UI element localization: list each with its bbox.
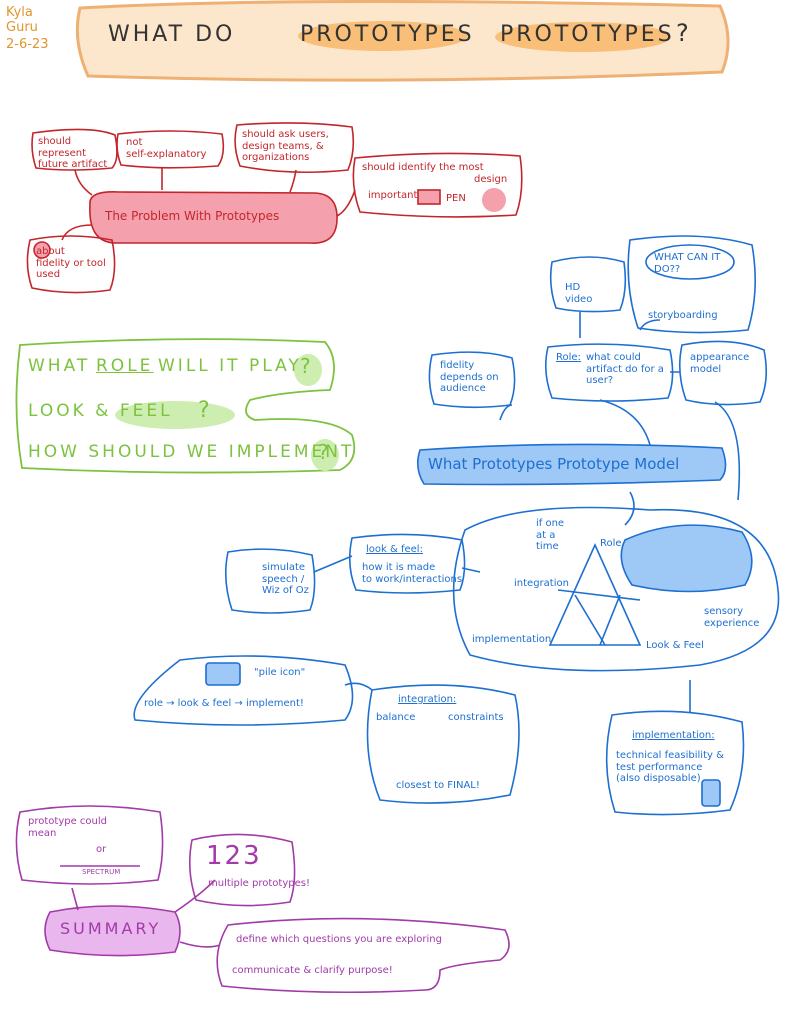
- note-identify: should identify the most: [362, 162, 484, 173]
- triangle-implementation: implementation: [472, 634, 552, 645]
- storyboard-bubble: [627, 235, 756, 334]
- pile-icon-label: "pile icon": [254, 667, 306, 678]
- title-highlight-2: [495, 22, 671, 52]
- note-pen: PEN: [446, 193, 466, 204]
- triangle-look-feel: Look & Feel: [646, 640, 704, 651]
- question-role-post: WILL IT PLAY: [158, 356, 302, 376]
- question-role-word: ROLE: [96, 356, 154, 376]
- title-part1: WHAT DO: [108, 22, 236, 47]
- fidelity-note: fidelity depends on audience: [440, 360, 499, 394]
- note-explanatory: not self-explanatory: [126, 137, 207, 160]
- tool-box-icon: [417, 189, 441, 205]
- title-highlight-word-1: PROTOTYPES: [300, 22, 475, 47]
- question-implement: HOW SHOULD WE IMPLEMENT: [28, 442, 355, 462]
- question-look-qmark: ?: [198, 398, 210, 423]
- author-name: Kyla Guru: [6, 5, 38, 35]
- note-important: important: [368, 190, 418, 201]
- numbers-label: 123: [206, 841, 262, 871]
- role-bubble: [544, 343, 674, 402]
- numbers-bubble: [188, 833, 296, 907]
- could-mean-text: prototype could mean: [28, 816, 107, 839]
- questions-section: [15, 338, 356, 474]
- problem-title: The Problem With Prototypes: [105, 209, 280, 223]
- triangle-one-time: if one at a time: [536, 518, 565, 552]
- impl-box-text: technical feasibility & test performance…: [616, 750, 724, 784]
- note-fidelity-bubble: [26, 235, 116, 294]
- note-ask-bubble: [234, 122, 355, 174]
- note-explanatory-bubble: [116, 130, 225, 169]
- question-implement-qmark: ?: [318, 440, 329, 464]
- author-date: 2-6-23: [6, 37, 49, 52]
- appearance-bubble: [678, 340, 768, 406]
- problem-center-bubble: [89, 190, 338, 244]
- integration-box-label: integration:: [398, 694, 457, 705]
- title-question-mark: ?: [676, 19, 689, 47]
- problem-section: [26, 122, 523, 294]
- simulate-bubble: [224, 548, 316, 614]
- sofa-scene-blob: [620, 524, 753, 593]
- integration-balance: balance: [376, 712, 416, 723]
- pile-icon: [205, 662, 241, 686]
- impl-bubble: [605, 710, 745, 816]
- pile-bubble: [133, 655, 354, 726]
- what-can-bubble: [645, 244, 735, 280]
- appearance-label: appearance model: [690, 352, 750, 375]
- question-role-pre: WHAT: [28, 356, 91, 376]
- look-box-text: how it is made to work/interactions: [362, 562, 463, 585]
- could-mean-or: or: [96, 844, 107, 855]
- trash-icon: [701, 779, 721, 807]
- flow-label: role → look & feel → implement!: [144, 698, 304, 709]
- questions-bubble: [15, 338, 356, 474]
- multiple-label: multiple prototypes!: [208, 878, 310, 889]
- model-arrows: [313, 312, 741, 712]
- note-fidelity: about fidelity or tool used: [36, 246, 106, 280]
- summary-section: [15, 805, 510, 994]
- look-feel-bubble: [348, 533, 466, 594]
- impl-box-label: implementation:: [632, 730, 715, 741]
- green-highlight-3: [311, 439, 339, 471]
- define-label: define which questions you are exploring: [236, 934, 442, 945]
- question-look-feel: LOOK & FEEL: [28, 401, 173, 421]
- triangle-bubble: [452, 506, 780, 672]
- could-mean-bubble: [15, 805, 164, 885]
- model-section: [133, 235, 780, 816]
- note-design: design: [474, 174, 508, 185]
- what-can-label: WHAT CAN IT DO??: [654, 252, 721, 275]
- title-highlight-1: [298, 21, 468, 51]
- triangle-lines: [548, 543, 642, 646]
- role-box-label: Role:: [556, 352, 581, 363]
- question-role-qmark: ?: [300, 354, 311, 378]
- integration-closest: closest to FINAL!: [396, 780, 480, 791]
- green-highlight-2: [115, 401, 235, 429]
- note-represent: should represent future artifact: [38, 136, 108, 170]
- communicate-label: communicate & clarify purpose!: [232, 965, 393, 976]
- integration-constraints: constraints: [448, 712, 504, 723]
- note-represent-bubble: [31, 128, 118, 171]
- model-title-bubble: [416, 443, 727, 486]
- summary-title: SUMMARY: [60, 919, 162, 938]
- define-bubble: [216, 917, 510, 994]
- simulate-label: simulate speech / Wiz of Oz: [262, 562, 309, 596]
- storyboarding-label: storyboarding: [648, 310, 718, 321]
- look-box-label: look & feel:: [366, 544, 423, 555]
- note-identify-bubble: [352, 152, 523, 218]
- summary-arrows: [71, 879, 221, 948]
- note-ask: should ask users, design teams, & organi…: [242, 129, 329, 163]
- question-mark-blob: [482, 188, 506, 212]
- triangle-role: Role: [600, 538, 622, 549]
- integration-bubble: [366, 684, 520, 804]
- title-highlight-word-2: PROTOTYPES: [500, 22, 675, 47]
- hd-video-label: HD video: [565, 282, 593, 305]
- triangle-sensory: sensory experience: [704, 606, 760, 629]
- green-highlight-1: [294, 354, 322, 386]
- role-box-text: what could artifact do for a user?: [586, 352, 664, 386]
- no-sign-icon: [33, 241, 51, 259]
- summary-title-bubble: [44, 905, 181, 957]
- connector-arrows: [61, 168, 356, 241]
- hd-video-bubble: [549, 256, 627, 313]
- spectrum-label: SPECTRUM: [82, 868, 121, 876]
- triangle-integration: integration: [514, 578, 569, 589]
- model-title: What Prototypes Prototype Model: [428, 455, 680, 473]
